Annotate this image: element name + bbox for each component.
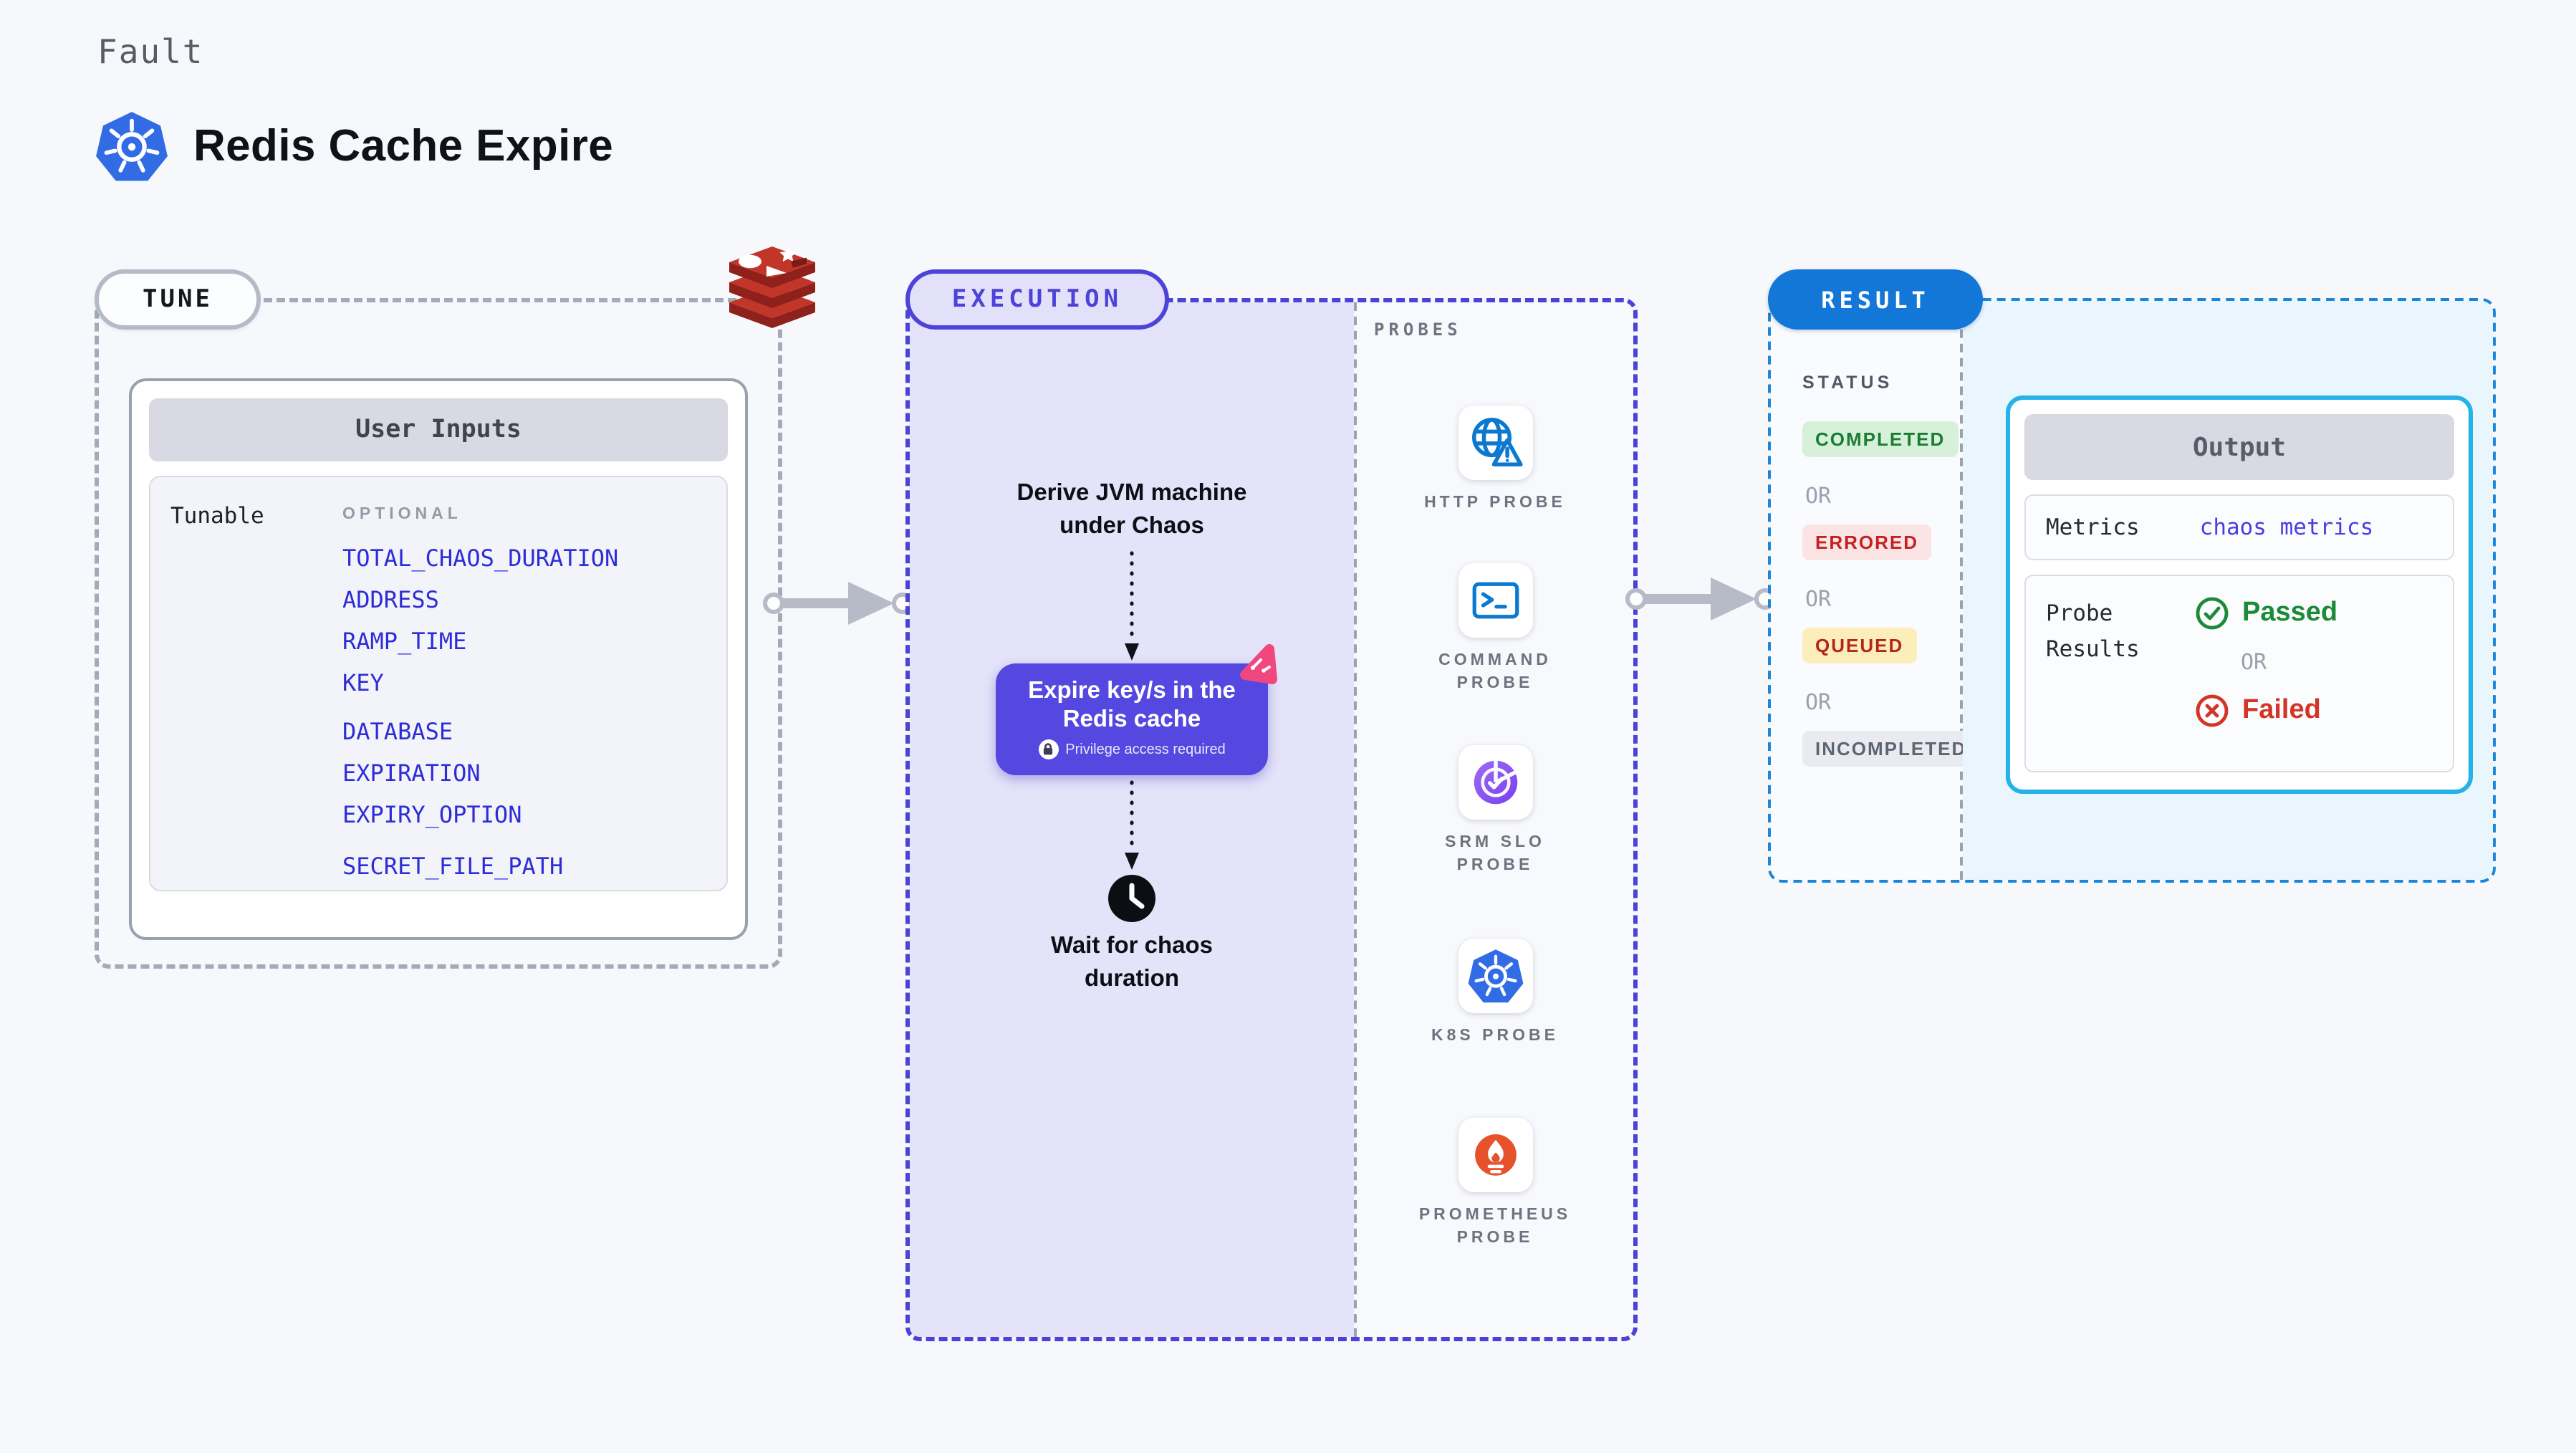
- execution-section: Derive JVM machine under Chaos Expire ke…: [905, 298, 1638, 1341]
- tunable-input[interactable]: EXPIRY_OPTION: [342, 801, 522, 828]
- probe-label: K8S PROBE: [1431, 1027, 1559, 1045]
- user-inputs-card: User Inputs Tunable OPTIONAL TOTAL_CHAOS…: [129, 378, 748, 940]
- or-separator: OR: [1805, 586, 1832, 612]
- or-separator: OR: [2241, 649, 2267, 675]
- optional-label: OPTIONAL: [342, 506, 462, 523]
- probe-label: HTTP PROBE: [1424, 494, 1566, 512]
- arrow-tune-to-execution-icon: [763, 582, 913, 625]
- step-derive-label: Derive JVM machine under Chaos: [1017, 480, 1247, 539]
- failed-status: Failed: [2195, 694, 2337, 728]
- status-badge-completed: COMPLETED: [1802, 421, 1959, 457]
- result-pill: RESULT: [1768, 269, 1983, 330]
- status-column: STATUS COMPLETED OR ERRORED OR QUEUED OR…: [1771, 301, 1980, 880]
- clock-icon: [1108, 875, 1155, 922]
- tune-pill: TUNE: [95, 269, 261, 330]
- step-wait-label: Wait for chaos duration: [1050, 933, 1213, 992]
- status-badge-errored: ERRORED: [1802, 524, 1932, 560]
- kubernetes-icon: [95, 109, 169, 183]
- privilege-note: Privilege access required: [996, 739, 1268, 759]
- probe-item-k8s: K8S PROBE: [1357, 939, 1633, 1047]
- passed-status: Passed: [2195, 596, 2337, 630]
- kubernetes-icon: [1458, 939, 1532, 1013]
- execution-flow: Derive JVM machine under Chaos Expire ke…: [910, 302, 1354, 1337]
- probe-results-row: Probe Results Passed OR: [2024, 575, 2454, 772]
- tune-section-box: [95, 298, 782, 969]
- tunables-panel: Tunable OPTIONAL TOTAL_CHAOS_DURATION AD…: [149, 476, 728, 891]
- page-title: Redis Cache Expire: [193, 120, 614, 171]
- globe-alert-icon: [1458, 406, 1532, 480]
- output-card: Output Metrics chaos metrics Probe Resul…: [2006, 395, 2473, 794]
- tunable-input[interactable]: DATABASE: [342, 718, 453, 745]
- result-section: STATUS COMPLETED OR ERRORED OR QUEUED OR…: [1768, 298, 2496, 883]
- output-header: Output: [2024, 414, 2454, 480]
- user-inputs-header: User Inputs: [149, 398, 728, 461]
- terminal-icon: [1458, 563, 1532, 638]
- status-badge-incompleted: INCOMPLETED: [1802, 731, 1980, 767]
- probe-results-values: Passed OR Failed: [2195, 596, 2337, 728]
- slo-donut-icon: [1458, 745, 1532, 820]
- connector-arrow-down-icon: [1125, 780, 1139, 870]
- metrics-value[interactable]: chaos metrics: [2199, 514, 2374, 540]
- tunable-input[interactable]: SECRET_FILE_PATH: [342, 853, 564, 880]
- tunable-input[interactable]: EXPIRATION: [342, 759, 481, 787]
- check-circle-icon: [2196, 597, 2229, 630]
- chaos-action-node: Expire key/s in the Redis cache Privileg…: [996, 663, 1268, 775]
- status-heading: STATUS: [1802, 373, 1893, 393]
- or-separator: OR: [1805, 483, 1832, 509]
- tunable-input[interactable]: TOTAL_CHAOS_DURATION: [342, 545, 619, 572]
- metrics-row: Metrics chaos metrics: [2024, 494, 2454, 560]
- lock-icon: [1038, 739, 1059, 759]
- output-area: Output Metrics chaos metrics Probe Resul…: [1963, 301, 2493, 880]
- connector-arrow-down-icon: [1125, 551, 1139, 661]
- execution-pill: EXECUTION: [905, 269, 1169, 330]
- prometheus-icon: [1458, 1118, 1532, 1192]
- probes-panel: PROBES HTTP PROBE: [1354, 302, 1633, 1337]
- tunable-input[interactable]: KEY: [342, 669, 384, 696]
- tunable-input[interactable]: ADDRESS: [342, 586, 439, 613]
- x-circle-icon: [2196, 694, 2229, 727]
- metrics-label: Metrics: [2046, 514, 2140, 540]
- probe-results-label: Probe Results: [2046, 600, 2140, 662]
- chaos-badge-icon: [1240, 644, 1277, 684]
- status-badge-queued: QUEUED: [1802, 628, 1917, 663]
- fault-kicker: Fault: [97, 34, 204, 72]
- arrow-execution-to-result-icon: [1625, 577, 1776, 620]
- or-separator: OR: [1805, 689, 1832, 715]
- tunable-label: Tunable: [170, 503, 264, 529]
- redis-icon: [729, 246, 815, 328]
- probes-label: PROBES: [1374, 320, 1462, 340]
- probe-item-http: HTTP PROBE: [1357, 406, 1633, 514]
- tunable-input-list: TOTAL_CHAOS_DURATION ADDRESS RAMP_TIME K…: [342, 537, 618, 887]
- tunable-input[interactable]: RAMP_TIME: [342, 628, 467, 655]
- page-title-row: Redis Cache Expire: [95, 109, 613, 183]
